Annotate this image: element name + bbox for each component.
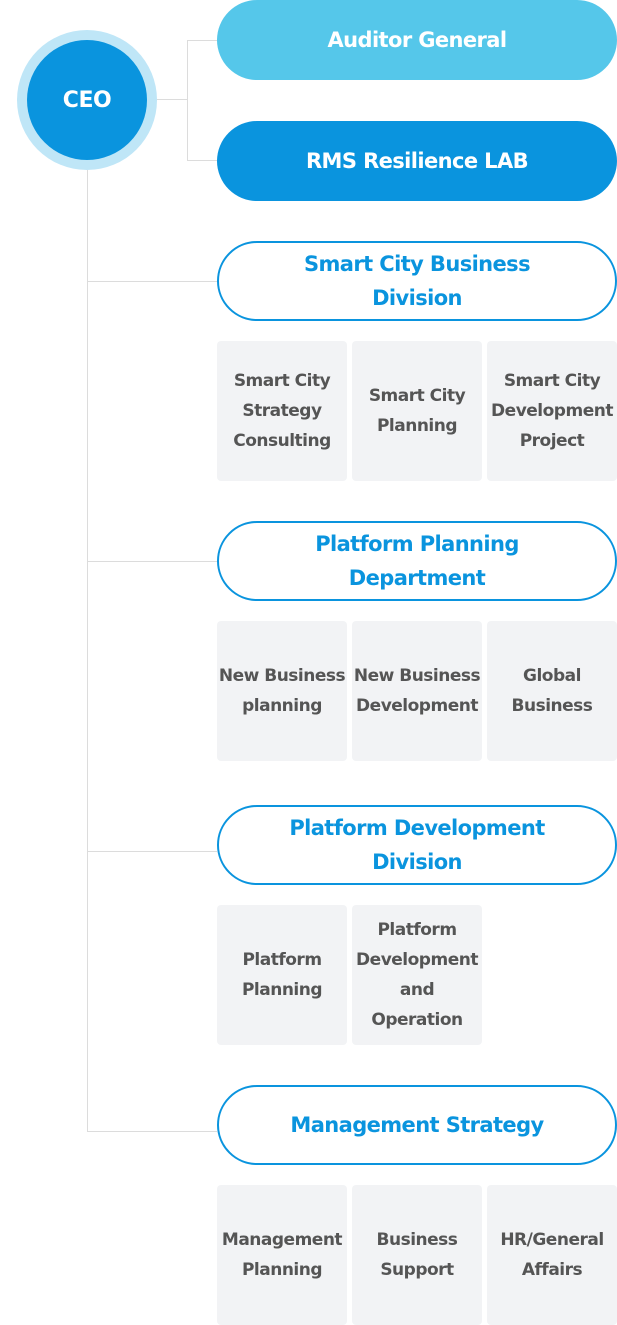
division-platform-development: Platform Development Division	[217, 805, 617, 885]
division-management-strategy: Management Strategy	[217, 1085, 617, 1165]
rms-resilience-lab-node: RMS Resilience LAB	[217, 121, 617, 201]
connector-rms-lab	[187, 160, 217, 161]
team-smart-city-strategy-consulting: Smart City Strategy Consulting	[217, 341, 347, 481]
team-new-business-development: New Business Development	[352, 621, 482, 761]
division-label: Management Strategy	[290, 1113, 544, 1137]
ceo-node: CEO	[17, 30, 157, 170]
connector-division-1	[87, 281, 217, 282]
team-global-business: Global Business	[487, 621, 617, 761]
team-new-business-planning: New Business planning	[217, 621, 347, 761]
team-smart-city-development-project: Smart City Development Project	[487, 341, 617, 481]
division-label: Platform Planning Department	[315, 532, 519, 590]
division-smart-city-business: Smart City Business Division	[217, 241, 617, 321]
connector-division-2	[87, 561, 217, 562]
team-platform-planning: Platform Planning	[217, 905, 347, 1045]
division-label: Platform Development Division	[289, 816, 545, 874]
ceo-label: CEO	[27, 40, 147, 160]
team-platform-development-and-operation: Platform Development and Operation	[352, 905, 482, 1045]
connector-auditor	[187, 40, 217, 41]
team-hr-general-affairs: HR/General Affairs	[487, 1185, 617, 1325]
connector-top-vertical	[187, 40, 188, 160]
team-management-planning: Management Planning	[217, 1185, 347, 1325]
connector-main-vertical	[87, 170, 88, 1131]
connector-ceo-horizontal	[157, 99, 187, 100]
connector-division-3	[87, 851, 217, 852]
team-business-support: Business Support	[352, 1185, 482, 1325]
auditor-general-node: Auditor General	[217, 0, 617, 80]
division-label: Smart City Business Division	[304, 252, 531, 310]
connector-division-4	[87, 1131, 217, 1132]
team-smart-city-planning: Smart City Planning	[352, 341, 482, 481]
division-platform-planning: Platform Planning Department	[217, 521, 617, 601]
